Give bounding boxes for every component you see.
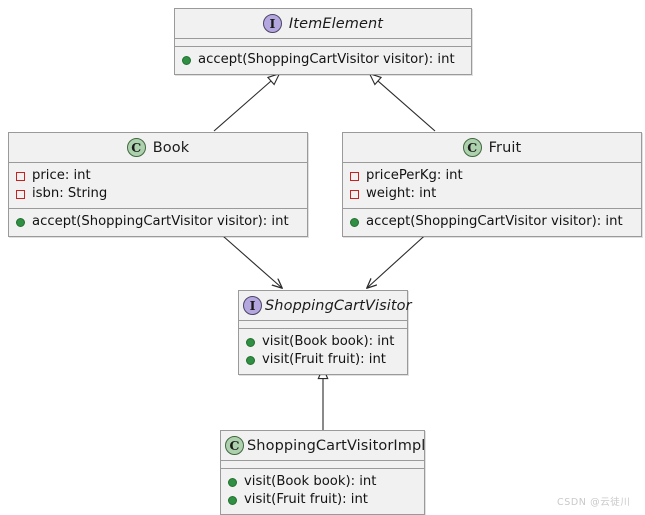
class-icon: C xyxy=(126,138,146,157)
class-title-fruit: Fruit xyxy=(488,139,522,156)
field-row: price: int xyxy=(15,167,301,185)
field-row: isbn: String xyxy=(15,185,301,203)
methods-section-shopping-cart-visitor: visit(Book book): int visit(Fruit fruit)… xyxy=(239,329,407,374)
field-label: pricePerKg: int xyxy=(366,168,463,183)
method-label: accept(ShoppingCartVisitor visitor): int xyxy=(198,52,455,67)
class-title-shopping-cart-visitor-impl: ShoppingCartVisitorImpl xyxy=(247,437,426,454)
method-row: visit(Fruit fruit): int xyxy=(245,351,401,369)
class-title-shopping-cart-visitor: ShoppingCartVisitor xyxy=(265,297,412,314)
method-row: visit(Book book): int xyxy=(245,333,401,351)
edge-book-to-shoppingcartvisitor xyxy=(214,228,282,288)
empty-fields-section-shopping-cart-visitor-impl xyxy=(221,461,424,469)
method-label: visit(Book book): int xyxy=(244,474,377,489)
interface-icon: I xyxy=(243,296,262,315)
private-field-icon xyxy=(16,171,25,181)
class-title-item-element: ItemElement xyxy=(288,15,384,32)
public-method-icon xyxy=(228,495,237,505)
fields-section-book: price: int isbn: String xyxy=(9,163,307,209)
field-label: isbn: String xyxy=(32,186,108,201)
method-label: visit(Fruit fruit): int xyxy=(244,492,368,507)
fields-section-fruit: pricePerKg: int weight: int xyxy=(343,163,641,209)
empty-fields-section-item-element xyxy=(175,39,471,47)
method-row: visit(Fruit fruit): int xyxy=(227,491,418,509)
methods-section-shopping-cart-visitor-impl: visit(Book book): int visit(Fruit fruit)… xyxy=(221,469,424,514)
edge-fruit-to-shoppingcartvisitor xyxy=(367,228,433,288)
method-label: accept(ShoppingCartVisitor visitor): int xyxy=(366,214,623,229)
methods-section-book: accept(ShoppingCartVisitor visitor): int xyxy=(9,209,307,236)
class-box-fruit[interactable]: C Fruit pricePerKg: int weight: int acce… xyxy=(342,132,642,237)
class-icon: C xyxy=(225,436,244,455)
public-method-icon xyxy=(246,355,255,365)
class-box-shopping-cart-visitor-impl[interactable]: C ShoppingCartVisitorImpl visit(Book boo… xyxy=(220,430,425,515)
interface-icon: I xyxy=(262,14,282,33)
class-header-shopping-cart-visitor-impl: C ShoppingCartVisitorImpl xyxy=(221,431,426,461)
method-row: visit(Book book): int xyxy=(227,473,418,491)
class-box-item-element[interactable]: I ItemElement accept(ShoppingCartVisitor… xyxy=(174,8,472,75)
empty-fields-section-shopping-cart-visitor xyxy=(239,321,407,329)
class-box-shopping-cart-visitor[interactable]: I ShoppingCartVisitor visit(Book book): … xyxy=(238,290,412,375)
class-header-item-element: I ItemElement xyxy=(175,9,471,39)
public-method-icon xyxy=(246,337,255,347)
class-box-book[interactable]: C Book price: int isbn: String accept(Sh… xyxy=(8,132,308,237)
public-method-icon xyxy=(182,55,191,65)
method-row: accept(ShoppingCartVisitor visitor): int xyxy=(15,213,301,231)
class-icon: C xyxy=(462,138,482,157)
edge-fruit-to-itemelement xyxy=(370,74,436,132)
public-method-icon xyxy=(350,217,359,227)
watermark: CSDN @云徒川 xyxy=(557,497,631,508)
field-row: pricePerKg: int xyxy=(349,167,635,185)
field-label: weight: int xyxy=(366,186,437,201)
class-header-shopping-cart-visitor: I ShoppingCartVisitor xyxy=(239,291,412,321)
class-header-book: C Book xyxy=(9,133,307,163)
field-row: weight: int xyxy=(349,185,635,203)
class-title-book: Book xyxy=(152,139,190,156)
private-field-icon xyxy=(350,171,359,181)
edge-book-to-itemelement xyxy=(213,74,279,132)
method-label: visit(Fruit fruit): int xyxy=(262,352,386,367)
method-row: accept(ShoppingCartVisitor visitor): int xyxy=(181,51,465,69)
class-header-fruit: C Fruit xyxy=(343,133,641,163)
private-field-icon xyxy=(16,189,25,199)
method-label: visit(Book book): int xyxy=(262,334,395,349)
public-method-icon xyxy=(16,217,25,227)
private-field-icon xyxy=(350,189,359,199)
methods-section-fruit: accept(ShoppingCartVisitor visitor): int xyxy=(343,209,641,236)
method-label: accept(ShoppingCartVisitor visitor): int xyxy=(32,214,289,229)
methods-section-item-element: accept(ShoppingCartVisitor visitor): int xyxy=(175,47,471,74)
method-row: accept(ShoppingCartVisitor visitor): int xyxy=(349,213,635,231)
public-method-icon xyxy=(228,477,237,487)
field-label: price: int xyxy=(32,168,91,183)
